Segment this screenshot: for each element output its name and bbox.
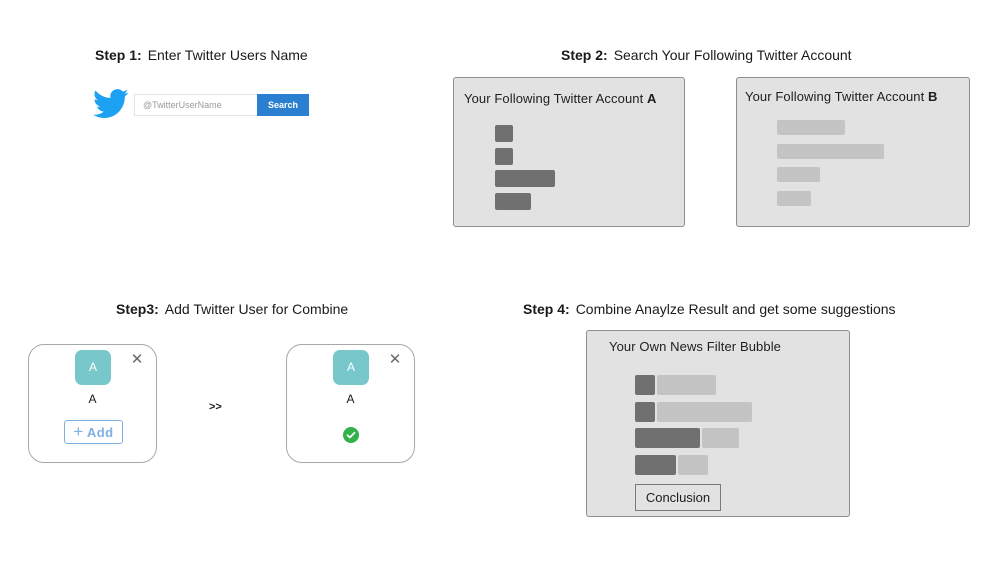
bar-light bbox=[702, 428, 739, 448]
add-label: Add bbox=[86, 425, 114, 440]
step4-text: Combine Anaylze Result and get some sugg… bbox=[575, 301, 896, 317]
bar-light bbox=[678, 454, 708, 475]
bar-dark bbox=[635, 428, 700, 448]
step4-title: Step 4: Combine Anaylze Result and get so… bbox=[523, 301, 896, 317]
search-button[interactable]: Search bbox=[257, 94, 309, 116]
bar bbox=[777, 143, 884, 159]
avatar: A bbox=[333, 350, 369, 385]
step3-label: Step3: bbox=[116, 301, 159, 317]
next-arrow: >> bbox=[209, 401, 222, 413]
user-name: A bbox=[346, 392, 355, 406]
panel-a-title: Your Following Twitter Account A bbox=[464, 91, 657, 106]
step3-text: Add Twitter User for Combine bbox=[164, 301, 349, 317]
user-card-pending: A ✕ A +Add bbox=[28, 344, 157, 463]
add-user-button[interactable]: +Add bbox=[64, 420, 123, 444]
check-icon bbox=[343, 427, 359, 443]
panel-b-title-suffix: B bbox=[928, 89, 938, 104]
panel-b-title: Your Following Twitter Account B bbox=[745, 89, 938, 104]
user-name: A bbox=[88, 392, 97, 406]
bar-light bbox=[657, 401, 752, 422]
step1-text: Enter Twitter Users Name bbox=[147, 47, 308, 63]
panel-a-title-suffix: A bbox=[647, 91, 657, 106]
twitter-username-input[interactable] bbox=[134, 94, 257, 116]
bar bbox=[777, 190, 811, 206]
close-icon[interactable]: ✕ bbox=[388, 351, 402, 368]
bar bbox=[495, 125, 513, 142]
following-account-b-panel: Your Following Twitter Account B bbox=[736, 77, 970, 227]
bar bbox=[777, 120, 845, 135]
step1-label: Step 1: bbox=[95, 47, 142, 63]
step3-title: Step3: Add Twitter User for Combine bbox=[116, 301, 348, 317]
panel-a-title-text: Your Following Twitter Account bbox=[464, 91, 648, 106]
close-icon[interactable]: ✕ bbox=[130, 351, 144, 368]
plus-icon: + bbox=[73, 422, 84, 441]
conclusion-button[interactable]: Conclusion bbox=[635, 484, 721, 511]
bar bbox=[495, 170, 555, 187]
bar bbox=[495, 192, 531, 210]
filter-bubble-title: Your Own News Filter Bubble bbox=[609, 339, 782, 354]
step2-text: Search Your Following Twitter Account bbox=[613, 47, 852, 63]
bar-dark bbox=[635, 454, 676, 475]
avatar: A bbox=[75, 350, 111, 385]
step2-label: Step 2: bbox=[561, 47, 608, 63]
step1-title: Step 1: Enter Twitter Users Name bbox=[95, 47, 308, 63]
bar bbox=[495, 147, 513, 165]
step2-title: Step 2: Search Your Following Twitter Acc… bbox=[561, 47, 852, 63]
bar-dark bbox=[635, 401, 655, 422]
bar-light bbox=[657, 375, 716, 395]
step4-label: Step 4: bbox=[523, 301, 570, 317]
bar bbox=[777, 167, 820, 182]
user-card-added: A ✕ A bbox=[286, 344, 415, 463]
bar-dark bbox=[635, 375, 655, 395]
following-account-a-panel: Your Following Twitter Account A bbox=[453, 77, 685, 227]
twitter-bird-icon bbox=[93, 89, 129, 118]
panel-b-title-text: Your Following Twitter Account bbox=[745, 89, 929, 104]
filter-bubble-panel: Your Own News Filter Bubble Conclusion bbox=[586, 330, 850, 517]
